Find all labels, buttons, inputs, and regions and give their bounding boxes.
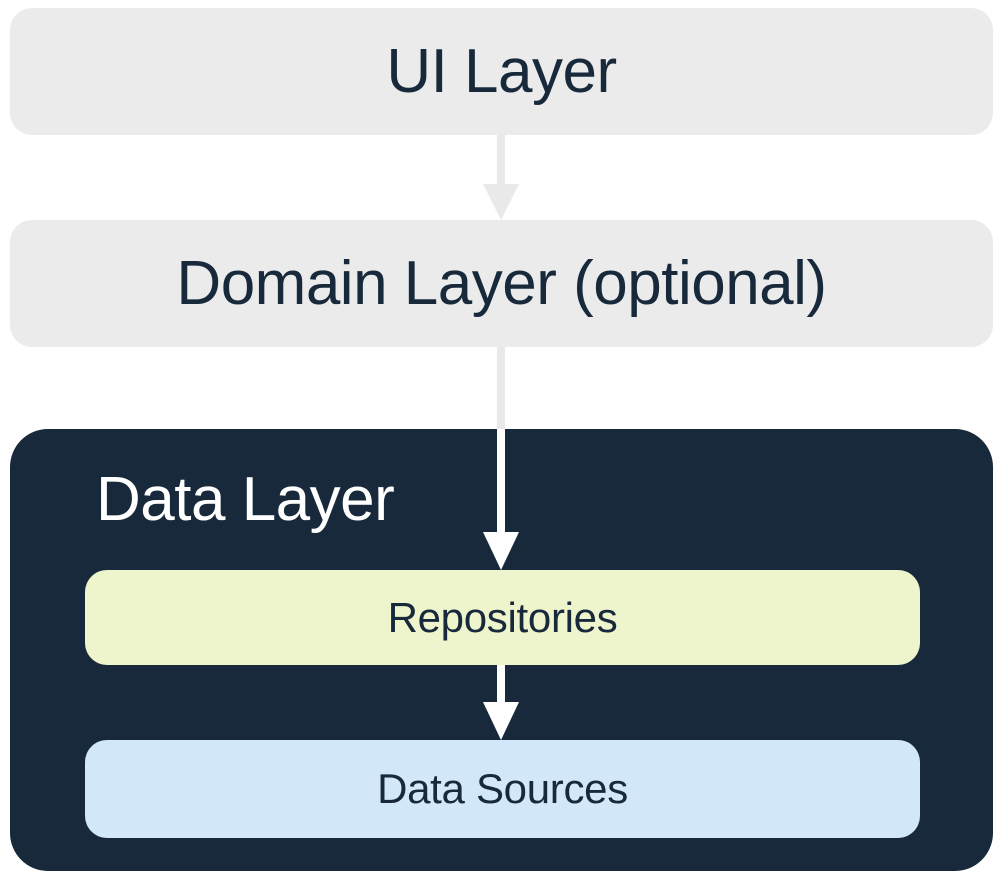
ui-layer-node: UI Layer [10, 8, 993, 135]
domain-to-repositories-arrow-line-lower [497, 429, 505, 533]
repositories-to-data-sources-arrow-line [497, 665, 505, 703]
repositories-node: Repositories [85, 570, 920, 665]
domain-layer-label: Domain Layer (optional) [176, 249, 827, 318]
ui-to-domain-arrow-line [497, 135, 505, 186]
data-sources-label: Data Sources [377, 765, 628, 812]
domain-layer-node: Domain Layer (optional) [10, 220, 993, 347]
ui-to-domain-arrow-head-icon [483, 184, 519, 220]
domain-to-repositories-arrow-line-upper [497, 347, 505, 429]
repositories-label: Repositories [387, 593, 618, 641]
data-layer-label: Data Layer [96, 465, 395, 534]
domain-to-repositories-arrow-head-icon [483, 532, 519, 570]
repositories-to-data-sources-arrow-head-icon [483, 702, 519, 740]
data-sources-node: Data Sources [85, 740, 920, 838]
ui-layer-label: UI Layer [386, 37, 617, 106]
